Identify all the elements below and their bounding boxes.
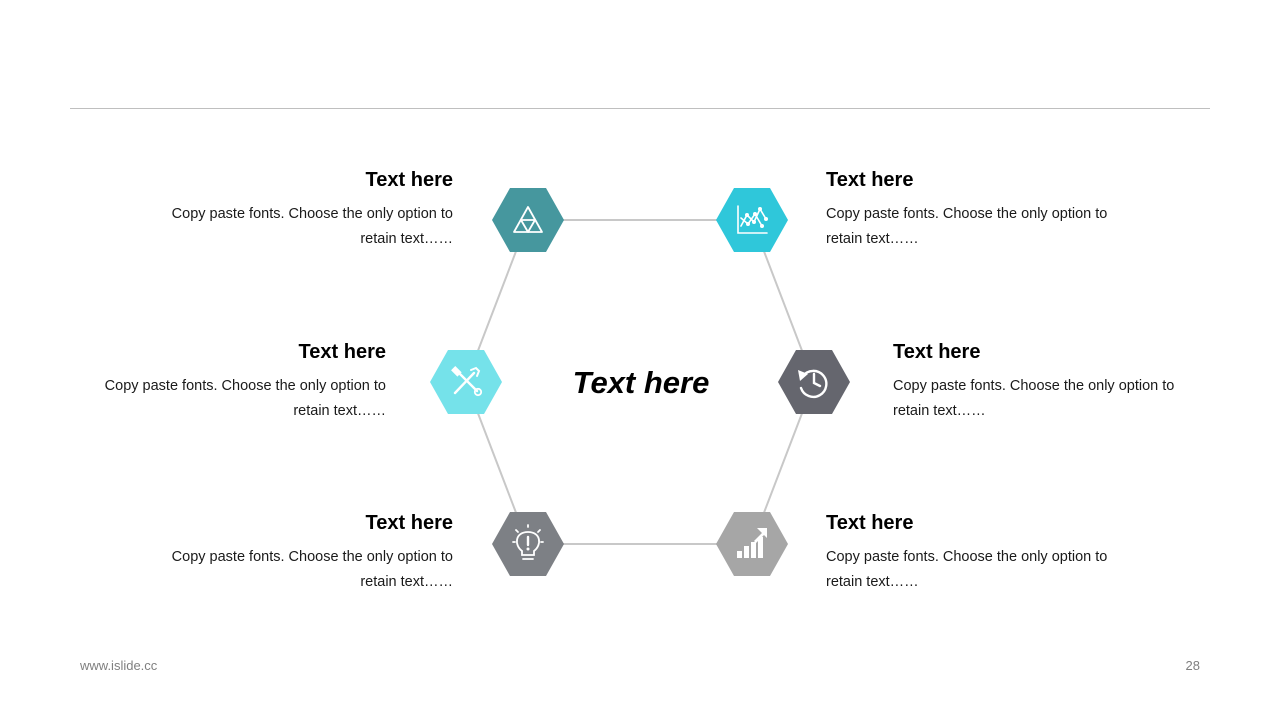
tools-icon — [451, 366, 483, 397]
block-title: Text here — [298, 341, 386, 363]
node-mid-right — [778, 350, 850, 414]
text-block-bottom-left: Text here Copy paste fonts. Choose the o… — [153, 511, 453, 595]
block-body: Copy paste fonts. Choose the only option… — [893, 378, 1175, 419]
node-mid-left — [430, 350, 502, 414]
center-title: Text here — [572, 365, 710, 400]
text-block-top-right: Text here Copy paste fonts. Choose the o… — [826, 168, 1126, 252]
text-block-mid-right: Text here Copy paste fonts. Choose the o… — [893, 340, 1193, 424]
text-block-bottom-right: Text here Copy paste fonts. Choose the o… — [826, 511, 1126, 595]
block-body: Copy paste fonts. Choose the only option… — [171, 549, 453, 590]
block-body: Copy paste fonts. Choose the only option… — [826, 549, 1108, 590]
triangle-icon — [513, 206, 543, 233]
node-bottom-right — [716, 512, 788, 576]
header-divider — [70, 108, 1210, 109]
block-title: Text here — [826, 169, 914, 191]
history-icon — [799, 369, 828, 399]
footer-website: www.islide.cc — [80, 658, 158, 673]
block-title: Text here — [826, 512, 914, 534]
block-body: Copy paste fonts. Choose the only option… — [171, 206, 453, 247]
block-title: Text here — [365, 512, 453, 534]
block-body: Copy paste fonts. Choose the only option… — [826, 206, 1108, 247]
text-block-mid-left: Text here Copy paste fonts. Choose the o… — [86, 340, 386, 424]
page-number: 28 — [1185, 658, 1200, 673]
node-bottom-left — [492, 512, 564, 576]
lightbulb-icon — [512, 524, 544, 560]
line-chart-dots — [745, 207, 768, 228]
lightbulb-dot — [526, 547, 530, 551]
block-title: Text here — [365, 169, 453, 191]
block-body: Copy paste fonts. Choose the only option… — [104, 378, 386, 419]
bar-growth-icon — [737, 528, 767, 558]
block-title: Text here — [893, 341, 981, 363]
history-arrow — [798, 370, 808, 381]
node-top-left — [492, 188, 564, 252]
node-top-right — [716, 188, 788, 252]
text-block-top-left: Text here Copy paste fonts. Choose the o… — [153, 168, 453, 252]
